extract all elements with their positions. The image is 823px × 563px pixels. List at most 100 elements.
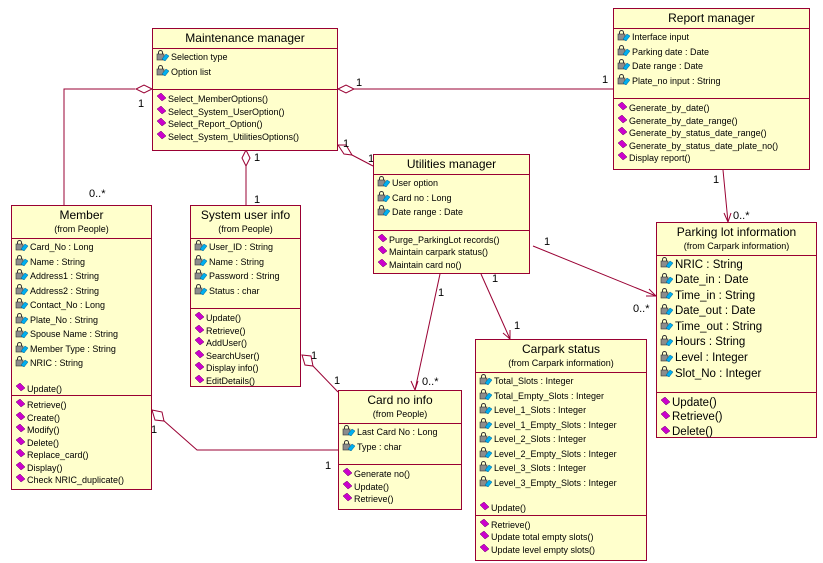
class-package: (from Carpark information) xyxy=(683,241,790,251)
private-attribute-icon xyxy=(660,272,674,289)
attribute-label: Level_2_Empty_Slots : Integer xyxy=(494,448,617,459)
link-maintenance-member xyxy=(63,88,135,205)
class-name: System user info xyxy=(200,208,291,222)
multiplicity-label: 1 xyxy=(356,77,363,89)
class-header: System user info (from People) xyxy=(191,206,300,239)
private-attribute-icon xyxy=(377,205,391,220)
attribute-label: Date range : Date xyxy=(392,207,464,217)
private-attribute-icon xyxy=(15,283,29,299)
private-attribute-icon xyxy=(479,475,493,491)
private-attribute-icon xyxy=(342,439,356,455)
private-attribute-icon xyxy=(15,327,29,342)
operation-label: Maintain carpark status() xyxy=(389,247,489,257)
class-attribute: Name : String xyxy=(194,254,300,270)
class-operation: Retrieve() xyxy=(15,398,151,412)
operation-label: Update() xyxy=(491,503,527,513)
class-operation: Update level empty slots() xyxy=(479,543,646,557)
operation-icon xyxy=(194,311,205,325)
multiplicity-label: 1 xyxy=(138,98,145,110)
attribute-label: NRIC : String xyxy=(30,358,84,368)
multiplicity-label: 1 xyxy=(514,320,521,332)
attribute-label: Name : String xyxy=(30,256,86,267)
private-attribute-icon xyxy=(660,366,674,382)
class-system-user-info[interactable]: System user info (from People) User_ID : S… xyxy=(190,205,301,387)
class-attribute: Contact_No : Long xyxy=(15,298,151,313)
operation-icon xyxy=(479,518,490,532)
multiplicity-label: 1 xyxy=(334,375,341,387)
operation-compartment: Generate no()Update()Retrieve() xyxy=(339,465,461,506)
class-operation: Update() xyxy=(15,382,151,396)
class-attribute: Level_2_Empty_Slots : Integer xyxy=(479,446,646,462)
operation-icon xyxy=(194,374,205,388)
private-attribute-icon xyxy=(617,59,631,74)
attribute-label: NRIC : String xyxy=(675,258,743,271)
private-attribute-icon xyxy=(194,240,208,255)
class-attribute: Time_out : String xyxy=(660,319,816,335)
class-operation: Select_Report_Option() xyxy=(156,117,337,131)
class-parking-lot-information[interactable]: Parking lot information (from Carpark inf… xyxy=(656,222,817,438)
private-attribute-icon xyxy=(660,350,674,367)
private-attribute-icon xyxy=(342,425,356,440)
operation-icon xyxy=(15,411,26,425)
multiplicity-label: 0..* xyxy=(422,376,439,388)
operation-icon xyxy=(342,492,353,506)
operation-compartment: Update()Retrieve()AddUser()SearchUser()D… xyxy=(191,309,300,387)
multiplicity-label: 0..* xyxy=(733,210,750,222)
attribute-label: Member Type : String xyxy=(30,343,116,354)
attribute-label: User_ID : String xyxy=(209,242,274,252)
class-operation: Select_System_UtilitiesOptions() xyxy=(156,130,337,144)
class-operation: Update() xyxy=(194,311,300,325)
attribute-label: Date_out : Date xyxy=(675,305,756,318)
private-attribute-icon xyxy=(194,283,208,299)
class-attribute: Selection type xyxy=(156,50,337,65)
class-attribute: Address2 : String xyxy=(15,283,151,299)
operation-icon xyxy=(156,130,167,144)
operation-label: SearchUser() xyxy=(206,350,260,361)
operation-label: Generate_by_status_date_plate_no() xyxy=(629,140,779,151)
class-operation: Maintain carpark status() xyxy=(377,245,529,259)
class-attribute: Plate_No : String xyxy=(15,312,151,328)
class-carpark-status[interactable]: Carpark status(from Carpark information)… xyxy=(475,339,647,561)
multiplicity-label: 0..* xyxy=(89,188,106,200)
class-operation: EditDetails() xyxy=(194,374,300,388)
operation-label: Replace_card() xyxy=(27,450,89,460)
class-card-no-info[interactable]: Card no info(from People)Last Card No : … xyxy=(338,390,462,510)
class-name: Parking lot information xyxy=(676,225,797,239)
class-operation: Select_MemberOptions() xyxy=(156,92,337,106)
operation-icon xyxy=(156,117,167,131)
operation-compartment: Retrieve()Update total empty slots()Upda… xyxy=(476,516,646,557)
private-attribute-icon xyxy=(660,303,674,320)
attribute-label: Name : String xyxy=(209,256,265,267)
operation-label: EditDetails() xyxy=(206,375,256,386)
class-attribute: Status : char xyxy=(194,283,300,299)
operation-icon xyxy=(660,425,671,440)
attribute-label: Card no : Long xyxy=(392,192,452,203)
class-attribute: Address1 : String xyxy=(15,269,151,284)
class-attribute: Level : Integer xyxy=(660,350,816,367)
class-operation: Generate_by_date() xyxy=(617,101,809,115)
attribute-label: Status : char xyxy=(209,285,260,296)
multiplicity-label: 1 xyxy=(311,350,318,362)
private-attribute-icon xyxy=(479,461,493,476)
class-attribute: Spouse Name : String xyxy=(15,327,151,342)
class-header: Utilities manager xyxy=(374,155,529,175)
operation-label: Select_Report_Option() xyxy=(168,119,263,129)
multiplicity-label: 1 xyxy=(492,273,499,285)
attribute-label: Slot_No : Integer xyxy=(675,367,762,380)
operation-label: Update total empty slots() xyxy=(491,532,594,542)
class-attribute: Type : char xyxy=(342,439,461,455)
operation-icon xyxy=(479,543,490,557)
class-operation: Modify() xyxy=(15,423,151,437)
class-package: (from People) xyxy=(218,224,273,234)
operation-label: Select_System_UserOption() xyxy=(168,106,285,117)
attribute-label: Password : String xyxy=(209,271,280,281)
aggregation-diamond xyxy=(301,354,314,367)
